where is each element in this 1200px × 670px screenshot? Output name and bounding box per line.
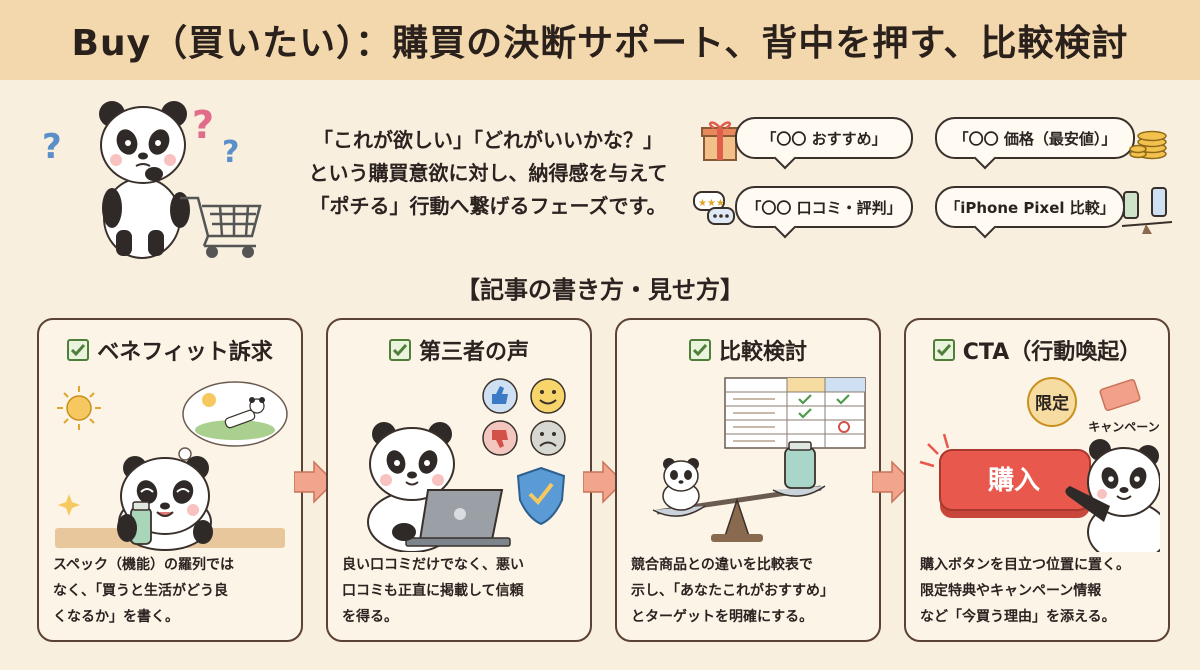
search-bubble-text: 「〇〇 おすすめ」 [761, 129, 887, 148]
card-description-line: 競合商品との違いを比較表で [631, 557, 813, 573]
intro-line: 「これが欲しい」「どれがいいかな？」 [313, 128, 663, 152]
checkbox-icon [388, 339, 411, 361]
search-bubble-compare: 「iPhone Pixel 比較」 [935, 186, 1125, 239]
card-title: ベネフィット訴求 [39, 334, 301, 366]
page-title: Buy（買いたい）：購買の決断サポート、背中を押す、比較検討 [71, 23, 1129, 64]
card-cta: CTA（行動喚起） 限定 キャンペーン 購入 購入ボタンを目立つ位置に置く。 限… [904, 318, 1170, 642]
card-description-line: 示し、「あなたこれがおすすめ」 [631, 583, 834, 599]
campaign-text: キャンペーン [1088, 420, 1159, 434]
card-description: スペック（機能）の羅列では なく、「買うと生活がどう良 くなるか」を書く。 [53, 552, 291, 630]
intro-text: 「これが欲しい」「どれがいいかな？」 という購買意欲に対し、納得感を与えて 「ポ… [278, 124, 698, 223]
card-description: 競合商品との違いを比較表で 示し、「あなたこれがおすすめ」 とターゲットを明確に… [631, 552, 869, 630]
card-title-text: 比較検討 [718, 340, 807, 365]
card-description-line: くなるか」を書く。 [53, 609, 179, 625]
gift-icon [701, 121, 739, 161]
title-bar: Buy（買いたい）：購買の決断サポート、背中を押す、比較検討 [0, 0, 1200, 80]
card-title-text: 第三者の声 [418, 340, 529, 365]
panda-purchase-button-illustration: 限定 キャンペーン 購入 [919, 377, 1160, 552]
card-third-party-voice: 第三者の声 良い口コミだけでなく、悪い 口コミも正 [326, 318, 592, 642]
arrow-right-icon [872, 460, 912, 504]
card-title: 比較検討 [617, 334, 879, 366]
search-bubble-reviews: 「〇〇 口コミ・評判」 [735, 186, 913, 239]
purchase-button-label: 購入 [988, 466, 1040, 496]
coins-icon [1129, 130, 1167, 160]
checkbox-icon [688, 339, 711, 361]
comparison-table-scale-illustration [652, 377, 866, 542]
card-description-line: 良い口コミだけでなく、悪い [342, 557, 524, 573]
card-description-line: を得る。 [342, 609, 398, 625]
svg-text:★★★: ★★★ [698, 198, 725, 209]
arrow-right-icon [294, 460, 334, 504]
card-title: CTA（行動喚起） [906, 334, 1168, 366]
search-bubble-recommend: 「〇〇 おすすめ」 [735, 117, 913, 170]
card-description-line: など「今買う理由」を添える。 [920, 609, 1116, 625]
checkbox-icon [67, 339, 90, 361]
card-benefit: ベネフィット訴求 [37, 318, 303, 642]
search-bubble-text: 「〇〇 価格（最安値）」 [953, 129, 1117, 148]
card-description-line: 口コミも正直に掲載して信頼 [342, 583, 524, 599]
phones-scale-icon [1121, 187, 1173, 234]
arrow-right-icon [583, 460, 623, 504]
intro-line: という購買意欲に対し、納得感を与えて [308, 161, 668, 185]
card-title-text: ベネフィット訴求 [97, 340, 273, 365]
card-description-line: スペック（機能）の羅列では [53, 557, 235, 573]
panda-shopping-cart-illustration: ? ? ? [42, 101, 262, 259]
limited-badge-text: 限定 [1035, 393, 1069, 414]
svg-text:?: ? [222, 135, 239, 170]
card-description-line: なく、「買うと生活がどう良 [53, 583, 228, 599]
svg-text:?: ? [42, 127, 62, 167]
review-chat-icon: ★★★ [693, 191, 735, 225]
card-description-line: とターゲットを明確にする。 [631, 609, 814, 625]
svg-text:?: ? [192, 103, 214, 147]
search-bubble-text: 「iPhone Pixel 比較」 [945, 198, 1115, 217]
card-title: 第三者の声 [328, 334, 590, 366]
card-description-line: 限定特典やキャンペーン情報 [920, 583, 1102, 599]
checkbox-icon [932, 339, 955, 361]
panda-happy-life-illustration [55, 381, 288, 551]
search-bubble-price: 「〇〇 価格（最安値）」 [935, 117, 1135, 170]
card-description-line: 購入ボタンを目立つ位置に置く。 [920, 557, 1130, 573]
card-comparison: 比較検討 競合商品との違いを [615, 318, 881, 642]
search-bubble-text: 「〇〇 口コミ・評判」 [746, 198, 902, 217]
card-description: 良い口コミだけでなく、悪い 口コミも正直に掲載して信頼 を得る。 [342, 552, 580, 630]
panda-laptop-reviews-illustration [367, 378, 566, 552]
card-title-text: CTA（行動喚起） [962, 340, 1142, 365]
intro-line: 「ポチる」行動へ繋げるフェーズです。 [309, 194, 667, 218]
card-description: 購入ボタンを目立つ位置に置く。 限定特典やキャンペーン情報 など「今買う理由」を… [920, 552, 1158, 630]
section-heading: 【記事の書き方・見せ方】 [456, 276, 744, 304]
